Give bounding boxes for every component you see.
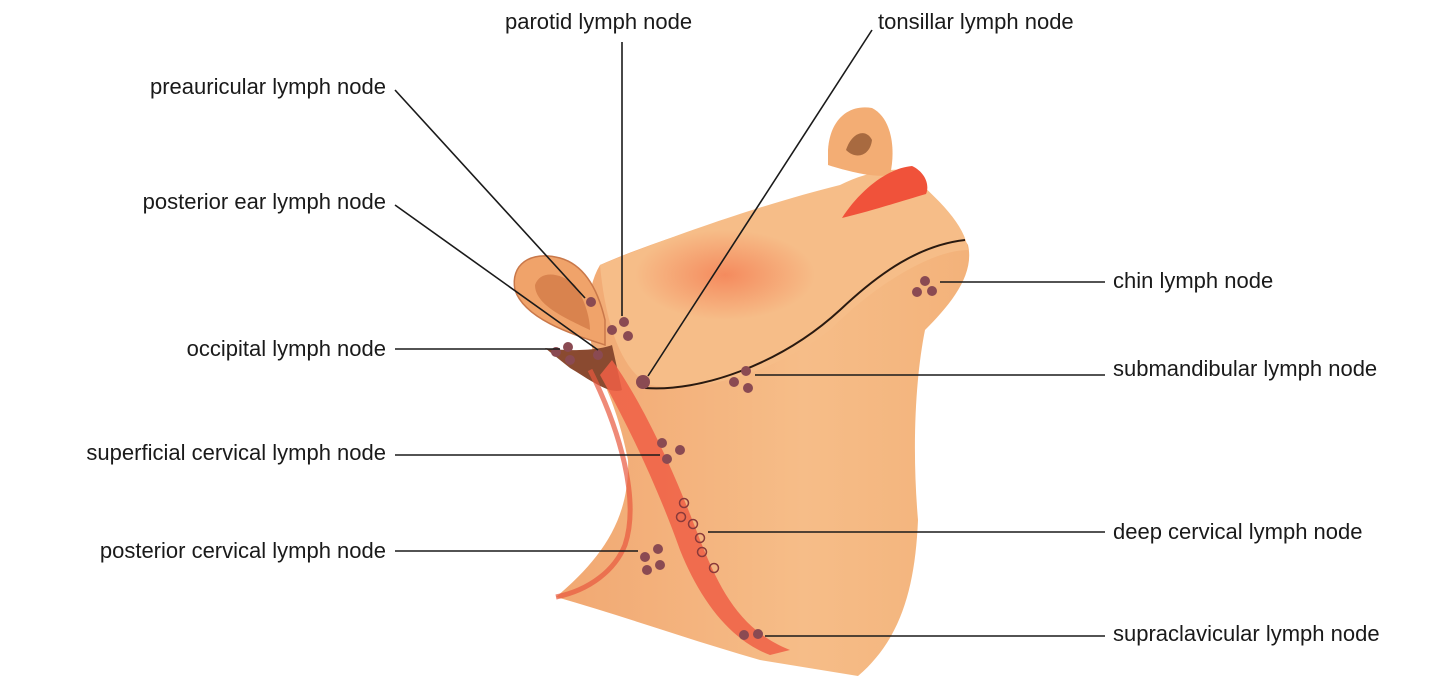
node-occipital (563, 342, 573, 352)
label-chin: chin lymph node (1113, 268, 1273, 294)
label-submandibular: submandibular lymph node (1113, 356, 1377, 382)
label-posterior-ear: posterior ear lymph node (143, 189, 386, 215)
label-occipital: occipital lymph node (187, 336, 386, 362)
label-parotid: parotid lymph node (505, 9, 692, 35)
node-parotid (623, 331, 633, 341)
label-superficial-cervical: superficial cervical lymph node (86, 440, 386, 466)
node-chin (912, 287, 922, 297)
node-parotid (619, 317, 629, 327)
node-posterior-cervical (655, 560, 665, 570)
cheek-blush (635, 230, 815, 320)
label-supraclavicular: supraclavicular lymph node (1113, 621, 1380, 647)
label-deep-cervical: deep cervical lymph node (1113, 519, 1362, 545)
label-tonsillar: tonsillar lymph node (878, 9, 1074, 35)
node-posterior-cervical (640, 552, 650, 562)
node-tonsillar (636, 375, 650, 389)
node-supraclavicular (739, 630, 749, 640)
label-posterior-cervical: posterior cervical lymph node (100, 538, 386, 564)
node-submandibular (743, 383, 753, 393)
node-posterior-ear (593, 350, 603, 360)
label-preauricular: preauricular lymph node (150, 74, 386, 100)
node-chin (920, 276, 930, 286)
node-superficial-cervical (657, 438, 667, 448)
node-occipital (565, 355, 575, 365)
node-superficial-cervical (662, 454, 672, 464)
node-posterior-cervical (642, 565, 652, 575)
leader-preauricular (395, 90, 585, 298)
node-parotid (607, 325, 617, 335)
node-preauricular (586, 297, 596, 307)
node-supraclavicular (753, 629, 763, 639)
node-superficial-cervical (675, 445, 685, 455)
node-chin (927, 286, 937, 296)
node-submandibular (729, 377, 739, 387)
node-posterior-cervical (653, 544, 663, 554)
node-submandibular (741, 366, 751, 376)
